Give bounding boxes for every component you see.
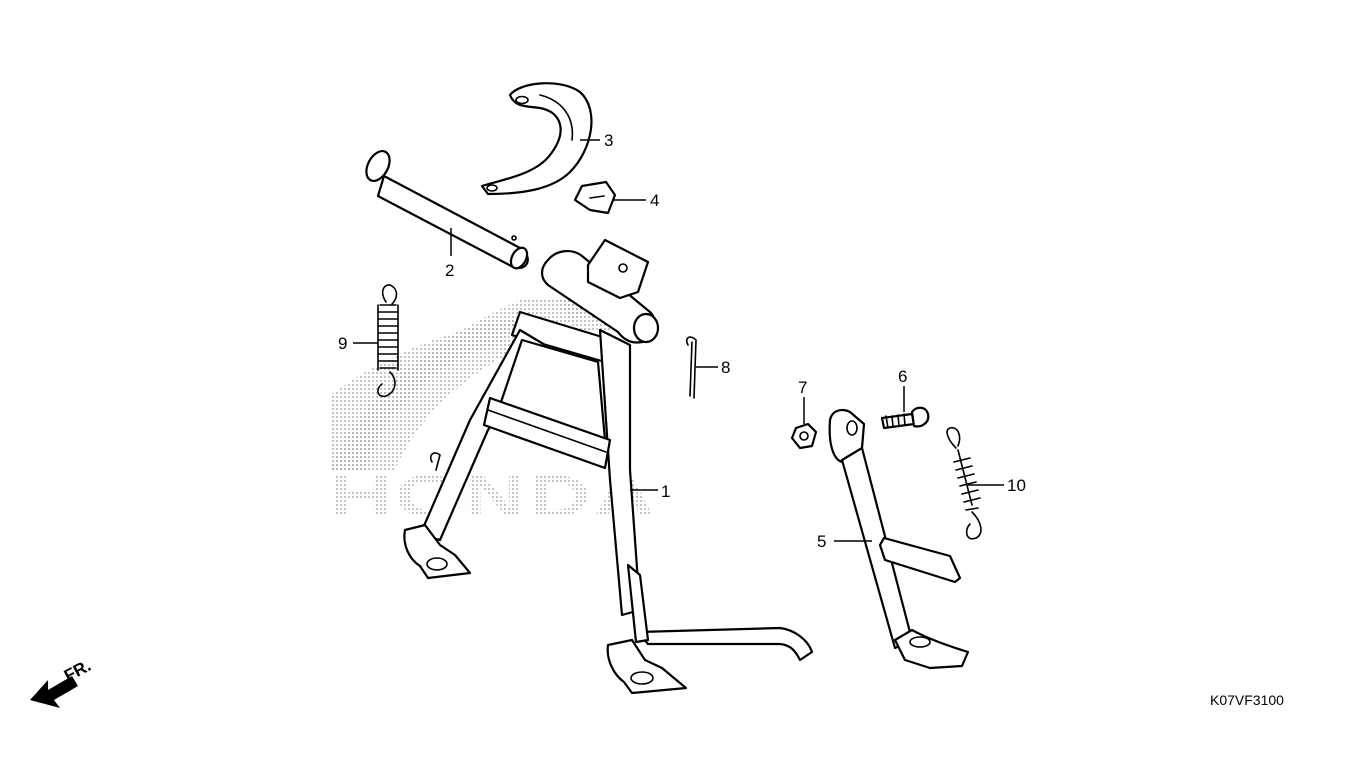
clip-part [573, 180, 617, 215]
side-stand-part [828, 409, 970, 670]
side-stand-spring-part [946, 426, 982, 540]
callout-5: 5 [817, 532, 826, 551]
leader-lines [353, 139, 1004, 542]
front-direction-arrow-icon [30, 676, 78, 708]
callout-2: 2 [445, 261, 454, 280]
curved-bracket-part [480, 82, 593, 196]
nut-part [790, 422, 818, 450]
callout-7: 7 [798, 378, 807, 397]
pivot-pipe-part [365, 150, 529, 270]
diagram-code: K07VF3100 [1210, 692, 1284, 708]
pivot-bolt-part [880, 406, 930, 430]
stand-spring-part [377, 284, 399, 398]
callout-9: 9 [338, 334, 347, 353]
cotter-pin-part [685, 336, 697, 399]
callout-4: 4 [650, 191, 659, 210]
honda-wordmark-watermark: HONDA [330, 464, 658, 529]
callout-1: 1 [661, 482, 670, 501]
main-stand-part [403, 238, 814, 695]
callout-8: 8 [721, 358, 730, 377]
callout-3: 3 [604, 131, 613, 150]
callout-10: 10 [1007, 476, 1026, 495]
callout-6: 6 [898, 367, 907, 386]
